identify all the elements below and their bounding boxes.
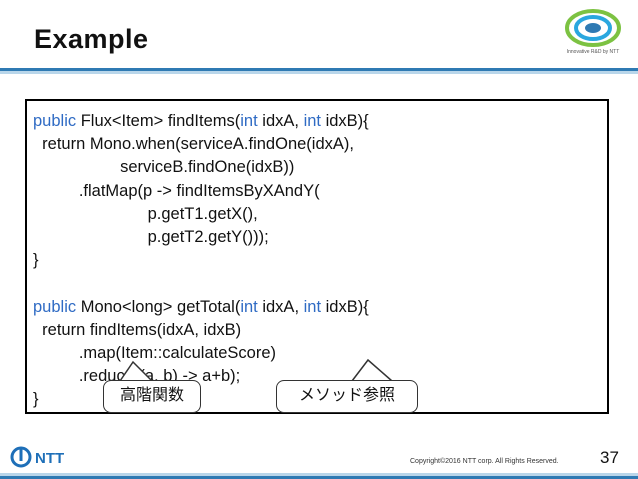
code-text: return findItems(idxA, idxB) <box>33 320 242 339</box>
code-text: idxB){ <box>325 297 369 316</box>
code-line: .map(Item::calculateScore) <box>33 342 369 365</box>
code-line: } <box>33 388 369 411</box>
code-line: public Mono<long> getTotal(int idxA, int… <box>33 296 369 319</box>
code-line: p.getT2.getY())); <box>33 226 369 249</box>
code-text: idxB){ <box>325 112 369 130</box>
code-text: p.getT1.getX(), <box>33 204 258 223</box>
code-text: idxA, <box>262 297 304 316</box>
rd-logo: Innovative R&D by NTT <box>560 8 626 62</box>
code-text: } <box>33 390 39 409</box>
higher-order-callout-tail <box>119 360 153 382</box>
code-line: return findItems(idxA, idxB) <box>33 319 369 342</box>
code-keyword: int <box>240 112 263 130</box>
code-block: public Flux<Item> findItems(int idxA, in… <box>33 110 369 411</box>
ntt-logo-icon: NTT <box>10 446 64 468</box>
logo-caption: Innovative R&D by NTT <box>566 49 620 55</box>
higher-order-callout: 高階関数 <box>103 380 201 413</box>
code-keyword: public <box>33 112 81 130</box>
slide-title: Example <box>34 24 149 54</box>
code-keyword: int <box>240 297 263 316</box>
code-keyword: public <box>33 297 81 316</box>
code-text: Mono<long> getTotal( <box>80 297 241 316</box>
code-line: } <box>33 249 369 272</box>
code-text: return Mono.when(serviceA.findOne(idxA), <box>33 135 354 154</box>
code-text: serviceB.findOne(idxB)) <box>33 158 295 177</box>
code-line: serviceB.findOne(idxB)) <box>33 156 369 179</box>
code-box <box>25 99 609 414</box>
code-keyword: int <box>303 297 326 316</box>
code-text: Flux<Item> findItems( <box>80 112 241 130</box>
page-number: 37 <box>600 448 619 467</box>
copyright-text: Copyright©2016 NTT corp. All Rights Rese… <box>410 458 559 465</box>
footer-rule <box>0 473 638 479</box>
method-reference-callout: メソッド参照 <box>276 380 418 413</box>
code-keyword: int <box>303 112 326 130</box>
ntt-logo: NTT <box>10 445 80 474</box>
code-text: } <box>33 251 39 270</box>
swirl-logo-icon <box>565 9 621 47</box>
code-text: .flatMap(p -> findItemsByXAndY( <box>33 181 320 200</box>
title-rule <box>0 68 638 74</box>
code-line: p.getT1.getX(), <box>33 203 369 226</box>
ntt-logo-text: NTT <box>35 450 64 467</box>
code-text: idxA, <box>262 112 304 130</box>
code-text: p.getT2.getY())); <box>33 227 269 246</box>
code-line: .flatMap(p -> findItemsByXAndY( <box>33 180 369 203</box>
code-text: .map(Item::calculateScore) <box>33 343 276 362</box>
code-line: public Flux<Item> findItems(int idxA, in… <box>33 110 369 133</box>
code-line: return Mono.when(serviceA.findOne(idxA), <box>33 133 369 156</box>
method-ref-callout-tail <box>351 358 393 382</box>
